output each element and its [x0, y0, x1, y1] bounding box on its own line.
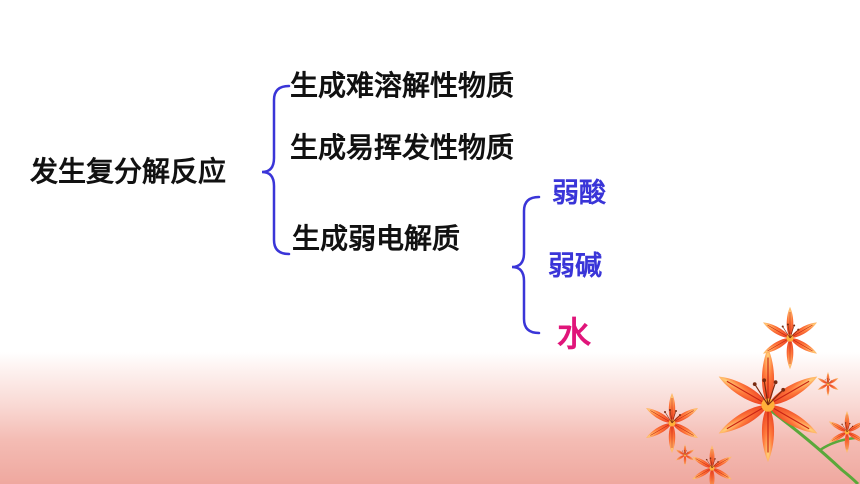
- weak-base-label: 弱碱: [548, 251, 602, 282]
- water-label: 水: [557, 315, 591, 355]
- condition-weak-electrolyte: 生成弱电解质: [292, 222, 461, 255]
- weak-acid-label: 弱酸: [552, 178, 606, 209]
- condition-insoluble: 生成难溶解性物质: [290, 69, 515, 102]
- main-brace: [261, 84, 291, 256]
- root-label: 发生复分解反应: [30, 155, 227, 188]
- condition-volatile: 生成易挥发性物质: [290, 131, 515, 164]
- sub-brace: [511, 195, 541, 335]
